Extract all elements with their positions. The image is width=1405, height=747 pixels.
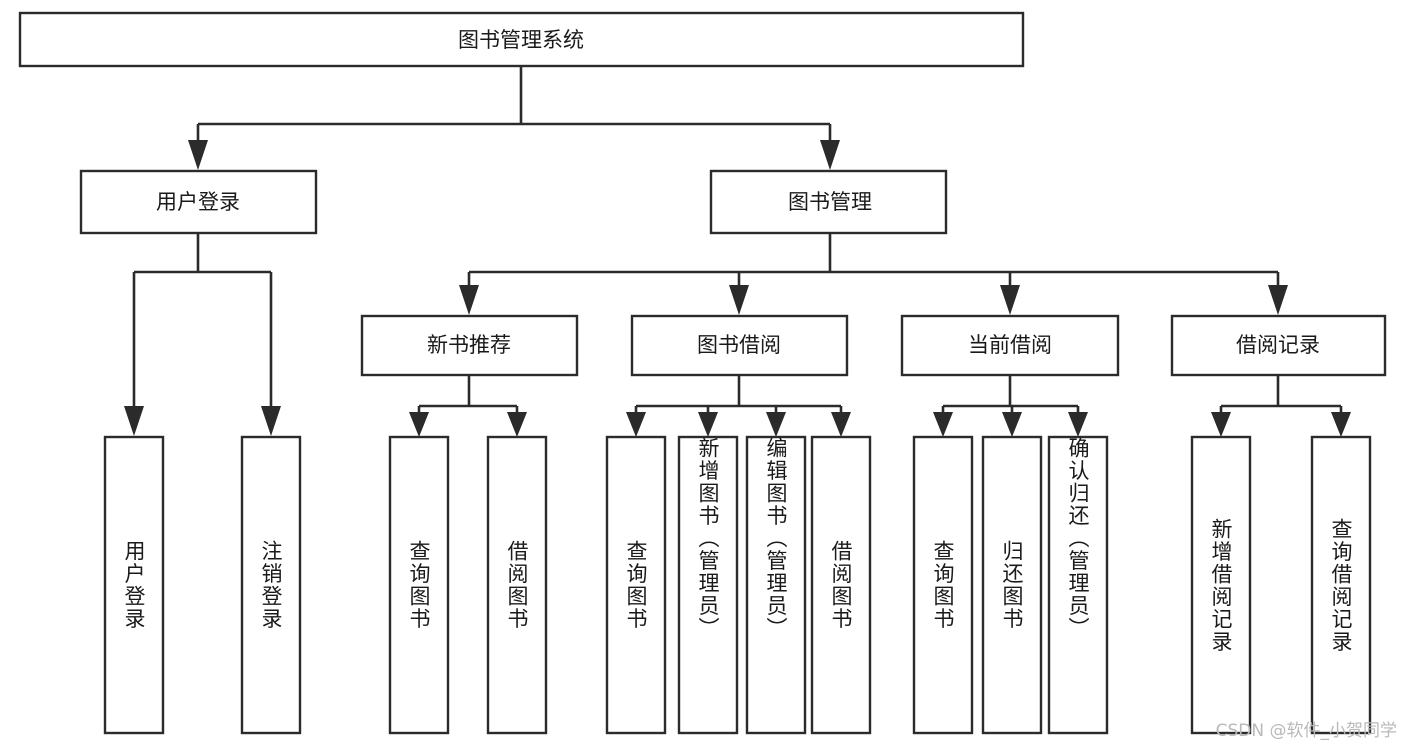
node-current-borrow-box[interactable] (900, 314, 1120, 377)
leaf-box-group (103, 435, 1372, 735)
connector-group-book-management (459, 233, 1288, 315)
node-current-borrow[interactable]: 当前借阅 (900, 314, 1120, 377)
node-root-box[interactable] (18, 11, 1025, 68)
node-borrow-record-box[interactable] (1170, 314, 1387, 377)
csdn-watermark: CSDN @软件_小贺同学 (1215, 721, 1397, 741)
node-current-borrow-label: 当前借阅 (968, 333, 1052, 357)
node-root[interactable]: 图书管理系统 (18, 11, 1025, 68)
arrowhead-book-management (820, 140, 840, 170)
connector-group-new-book-recommend (409, 375, 527, 437)
node-book-borrow-box[interactable] (630, 314, 849, 377)
connector-group-current-borrow (933, 375, 1088, 437)
arrowhead-leaf-user-login (124, 406, 144, 436)
node-book-management-label: 图书管理 (788, 190, 872, 214)
connector-group-root (188, 66, 840, 170)
arrowhead-leaf-borrow-book-2 (831, 412, 851, 437)
arrowhead-leaf-query-book-2 (626, 412, 646, 437)
node-borrow-record[interactable]: 借阅记录 (1170, 314, 1387, 377)
connector-group-user-login (124, 233, 281, 436)
leaf-box-user-login[interactable] (103, 435, 165, 735)
arrowhead-leaf-confirm-return (1068, 412, 1088, 437)
leaf-box-return-book[interactable] (981, 435, 1043, 735)
leaf-box-edit-book[interactable] (745, 435, 807, 735)
leaf-box-logout-login[interactable] (240, 435, 302, 735)
arrowhead-leaf-edit-book (766, 412, 786, 437)
arrowhead-leaf-borrow-book-1 (507, 412, 527, 437)
node-book-borrow-label: 图书借阅 (697, 333, 781, 357)
leaf-box-query-book-1[interactable] (388, 435, 450, 735)
arrowhead-leaf-query-book-3 (933, 412, 953, 437)
leaf-box-add-record[interactable] (1190, 435, 1252, 735)
leaf-box-query-book-3[interactable] (912, 435, 974, 735)
arrowhead-leaf-return-book (1002, 412, 1022, 437)
node-book-management[interactable]: 图书管理 (709, 169, 948, 235)
node-new-book-recommend[interactable]: 新书推荐 (360, 314, 579, 377)
leaf-box-query-book-2[interactable] (605, 435, 667, 735)
arrowhead-leaf-add-book (698, 412, 718, 437)
leaf-box-borrow-book-2[interactable] (810, 435, 872, 735)
node-user-login-box[interactable] (79, 169, 318, 235)
connector-group-book-borrow (626, 375, 851, 437)
arrowhead-leaf-logout-login (261, 406, 281, 436)
node-book-borrow[interactable]: 图书借阅 (630, 314, 849, 377)
node-root-label: 图书管理系统 (458, 28, 584, 52)
connector-group-borrow-record (1211, 375, 1351, 437)
arrowhead-leaf-query-record (1331, 412, 1351, 437)
node-borrow-record-label: 借阅记录 (1236, 333, 1320, 357)
arrowhead-current-borrow (1000, 285, 1020, 315)
leaf-box-borrow-book-1[interactable] (486, 435, 548, 735)
node-user-login-label: 用户登录 (156, 190, 240, 214)
arrowhead-user-login (188, 140, 208, 170)
arrowhead-leaf-add-record (1211, 412, 1231, 437)
node-new-book-recommend-label: 新书推荐 (427, 333, 511, 357)
node-new-book-recommend-box[interactable] (360, 314, 579, 377)
leaf-box-add-book[interactable] (677, 435, 739, 735)
leaf-box-query-record[interactable] (1310, 435, 1372, 735)
arrowhead-leaf-query-book-1 (409, 412, 429, 437)
node-book-management-box[interactable] (709, 169, 948, 235)
node-user-login[interactable]: 用户登录 (79, 169, 318, 235)
leaf-box-confirm-return[interactable] (1047, 435, 1109, 735)
arrowhead-borrow-record (1268, 285, 1288, 315)
arrowhead-new-book-recommend (459, 285, 479, 315)
arrowhead-book-borrow (729, 285, 749, 315)
